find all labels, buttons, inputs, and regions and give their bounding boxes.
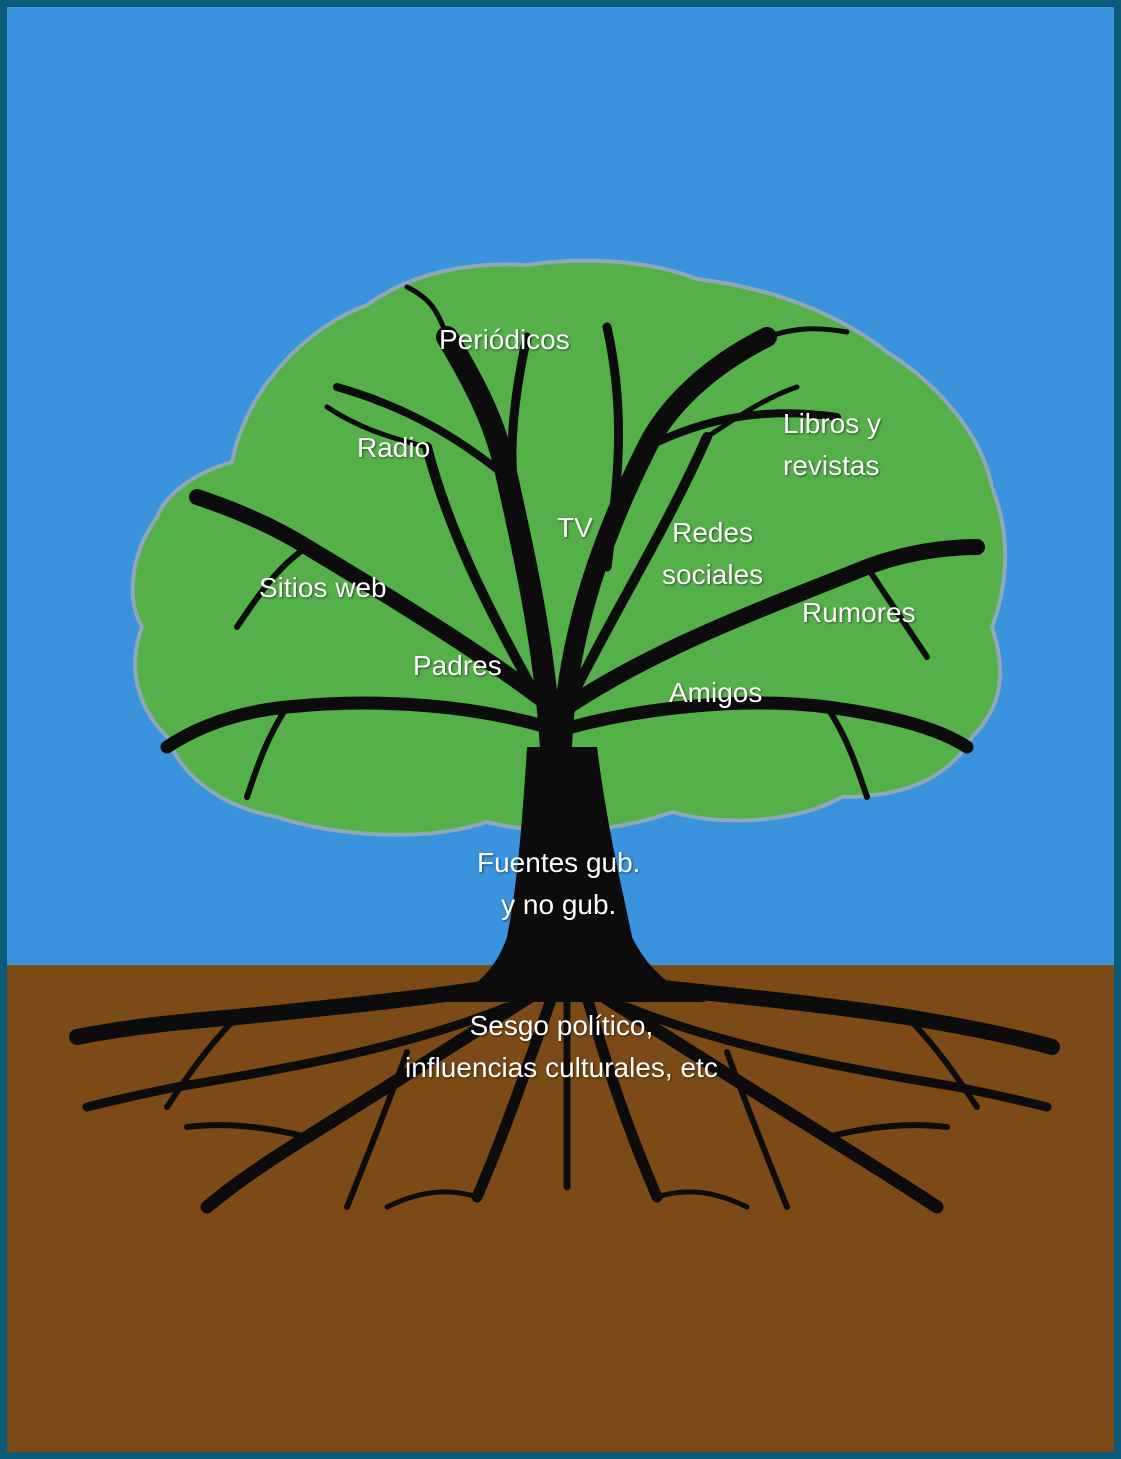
- tree-trunk: [447, 747, 707, 1002]
- label-libros-revistas: Libros y revistas: [783, 403, 881, 487]
- label-radio: Radio: [357, 432, 431, 463]
- label-sesgo-line2: influencias culturales, etc: [405, 1052, 718, 1083]
- label-sesgo: Sesgo político, influencias culturales, …: [405, 1005, 718, 1089]
- label-fuentes: Fuentes gub. y no gub.: [477, 842, 640, 926]
- label-sesgo-line1: Sesgo político,: [469, 1010, 654, 1041]
- label-padres: Padres: [413, 650, 502, 681]
- tree-illustration: [69, 258, 1060, 1214]
- tree-canopy: [130, 258, 1008, 837]
- label-amigos: Amigos: [669, 677, 763, 708]
- label-redes-line2: sociales: [662, 559, 764, 590]
- label-fuentes-line1: Fuentes gub.: [477, 847, 641, 878]
- label-periodicos: Periódicos: [439, 324, 570, 355]
- label-redes-sociales: Redes sociales: [662, 512, 763, 596]
- label-libros-line2: revistas: [783, 450, 880, 481]
- label-tv: TV: [557, 512, 593, 543]
- tree-branches: [160, 284, 985, 800]
- label-sitios-web: Sitios web: [259, 572, 387, 603]
- label-rumores: Rumores: [802, 597, 916, 628]
- label-fuentes-line2: y no gub.: [501, 889, 617, 920]
- tree-roots: [69, 974, 1060, 1214]
- label-libros-line1: Libros y: [783, 408, 882, 439]
- label-redes-line1: Redes: [672, 517, 754, 548]
